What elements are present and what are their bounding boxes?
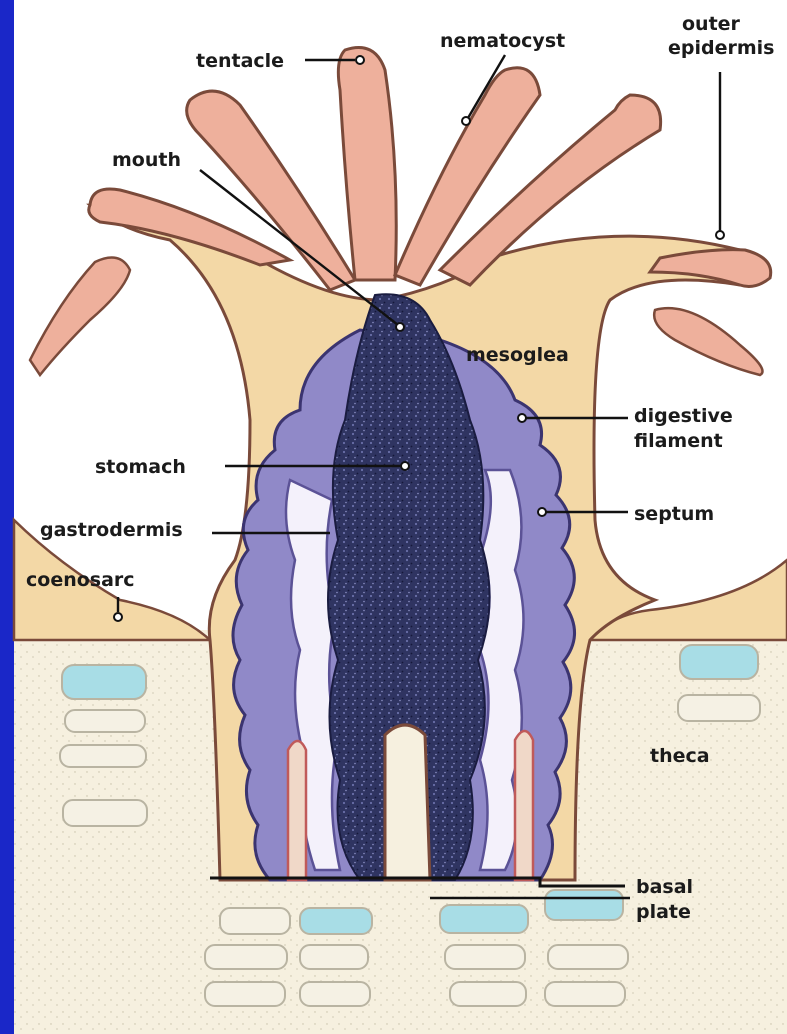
columella [385, 725, 430, 880]
label-basal-plate-2: plate [636, 901, 691, 923]
label-outer-epidermis-1: outer [682, 13, 741, 35]
label-theca: theca [650, 745, 710, 767]
label-stomach: stomach [95, 456, 186, 478]
septa-pink-left [288, 741, 306, 880]
label-basal-plate-1: basal [636, 876, 693, 898]
label-mesoglea: mesoglea [466, 344, 569, 366]
label-digestive-filament-2: filament [634, 430, 723, 452]
tentacle-center [338, 48, 396, 281]
label-digestive-filament-1: digestive [634, 405, 733, 427]
septa-pink-right [515, 731, 533, 880]
label-outer-epidermis-2: epidermis [668, 37, 774, 59]
label-septum: septum [634, 503, 714, 525]
side-tentacle-left [30, 258, 130, 376]
label-coenosarc: coenosarc [26, 569, 135, 591]
label-gastrodermis: gastrodermis [40, 519, 183, 541]
label-mouth: mouth [112, 149, 181, 171]
left-border-bar [0, 0, 14, 1034]
side-tentacle-right [654, 308, 762, 375]
skeleton-blocks-left [60, 665, 147, 826]
label-nematocyst: nematocyst [440, 30, 565, 52]
label-tentacle: tentacle [196, 50, 284, 72]
